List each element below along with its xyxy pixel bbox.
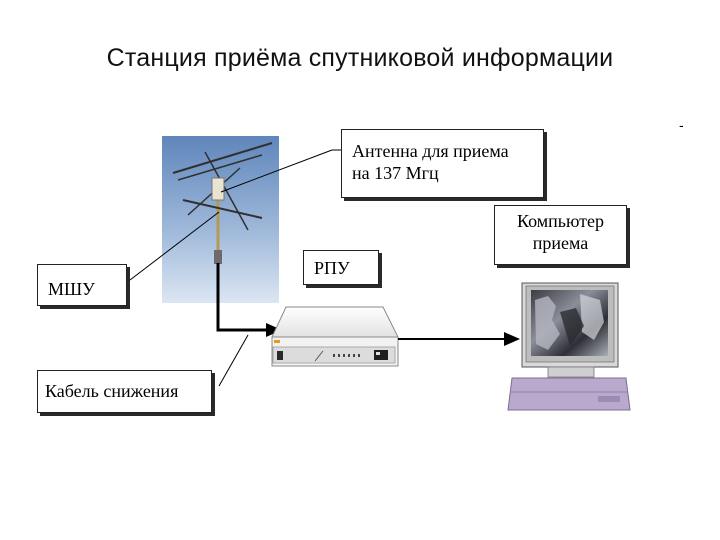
rpu-label: РПУ [303, 250, 379, 285]
receiver-unit [271, 306, 399, 367]
antenna-label-line1: Антенна для приема [352, 141, 509, 161]
computer-monitor [507, 282, 631, 411]
antenna-photo [162, 136, 279, 303]
computer-label-line1: Компьютер [516, 211, 605, 231]
lna-label: МШУ [37, 264, 127, 306]
cable-label: Кабель снижения [37, 370, 212, 413]
feed-cable [216, 263, 282, 337]
pointer-lines [129, 149, 341, 387]
antenna-label-line2: на 137 Мгц [352, 163, 439, 183]
computer-label: Компьютер приема [494, 205, 627, 265]
page-title: Станция приёма спутниковой информации [106, 44, 614, 72]
antenna-label: Антенна для приема на 137 Мгц [341, 129, 544, 198]
data-cable [398, 332, 520, 346]
computer-label-line2: приема [532, 233, 589, 253]
corner-mark: - [679, 117, 684, 133]
